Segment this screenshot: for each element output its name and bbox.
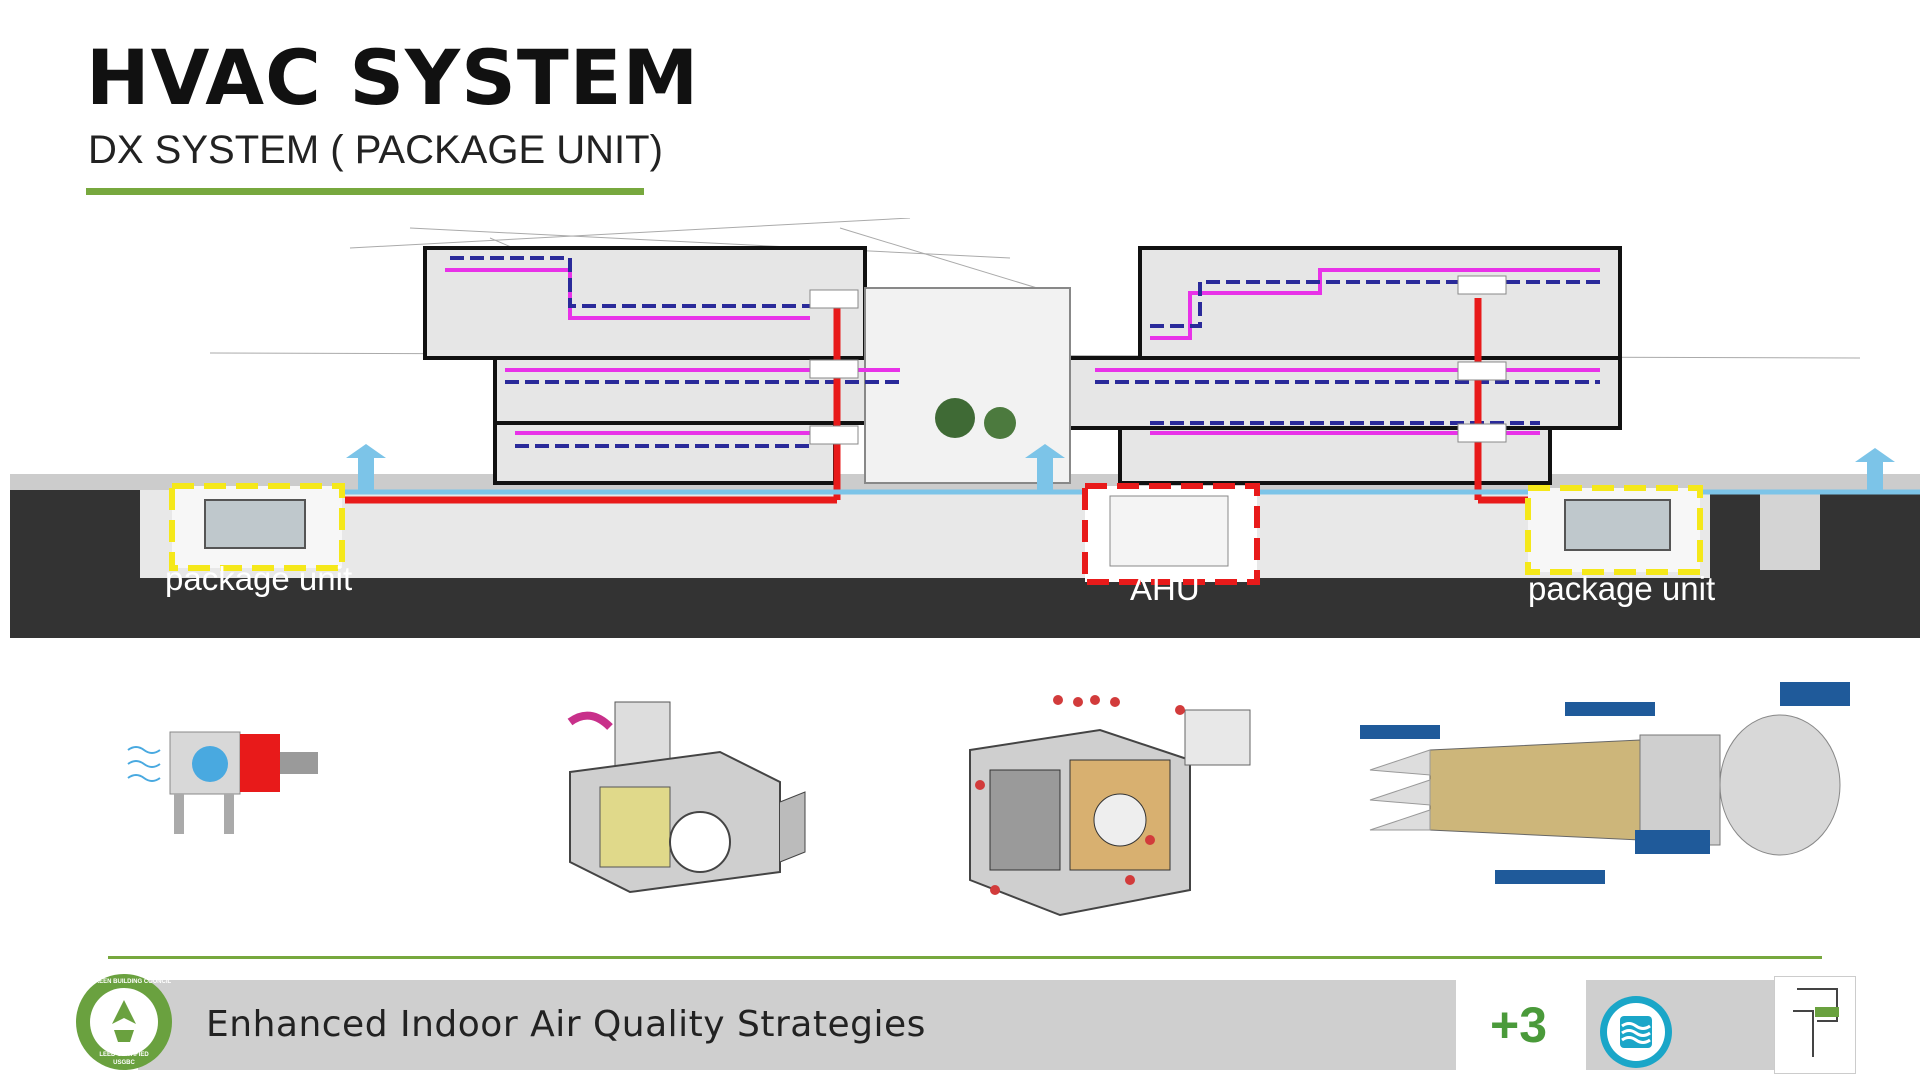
building-section-diagram: package unit AHU package unit	[10, 218, 1920, 638]
page-subtitle: DX SYSTEM ( PACKAGE UNIT)	[88, 128, 663, 172]
leed-certified-badge: U.S. GREEN BUILDING COUNCIL LEED CERTIFI…	[76, 974, 172, 1070]
basement-right-block	[1760, 490, 1820, 570]
atrium-tree	[935, 398, 975, 438]
studio-logo	[1774, 976, 1856, 1074]
credit-points: +3	[1490, 997, 1548, 1053]
title-underline	[86, 188, 644, 195]
package-unit-right-equipment	[1564, 499, 1671, 551]
credit-banner	[138, 980, 1456, 1070]
badge-usgbc-text: USGBC	[113, 1060, 135, 1066]
page-title: HVAC SYSTEM	[86, 33, 700, 122]
label-package-unit-right: package unit	[1528, 570, 1715, 607]
package-unit-left-equipment	[204, 499, 306, 549]
label-ahu: AHU	[1130, 570, 1200, 607]
air-handler-section-drawing	[560, 692, 810, 932]
right-floor-3	[1138, 246, 1622, 360]
fresh-air-arrows	[346, 444, 1895, 490]
ahu-equipment	[1109, 495, 1229, 567]
basement-parking	[140, 490, 1710, 578]
fan-coil-assembly-diagram	[108, 710, 328, 860]
footer-divider	[108, 956, 1822, 959]
indoor-air-quality-icon	[1600, 996, 1672, 1068]
atrium-tree	[984, 407, 1016, 439]
badge-ring-top-text: U.S. GREEN BUILDING COUNCIL	[77, 979, 172, 985]
label-package-unit-left: package unit	[165, 560, 352, 597]
package-unit-cutaway	[950, 690, 1260, 930]
left-floor-3	[423, 246, 867, 360]
credit-title: Enhanced Indoor Air Quality Strategies	[206, 1004, 926, 1045]
duct-fan-exploded-view	[1350, 680, 1860, 900]
badge-ring-bottom-text: LEED CERTIFIED	[99, 1052, 149, 1058]
indoor-units	[809, 275, 1507, 445]
studio-logo-mark	[1793, 988, 1839, 1057]
